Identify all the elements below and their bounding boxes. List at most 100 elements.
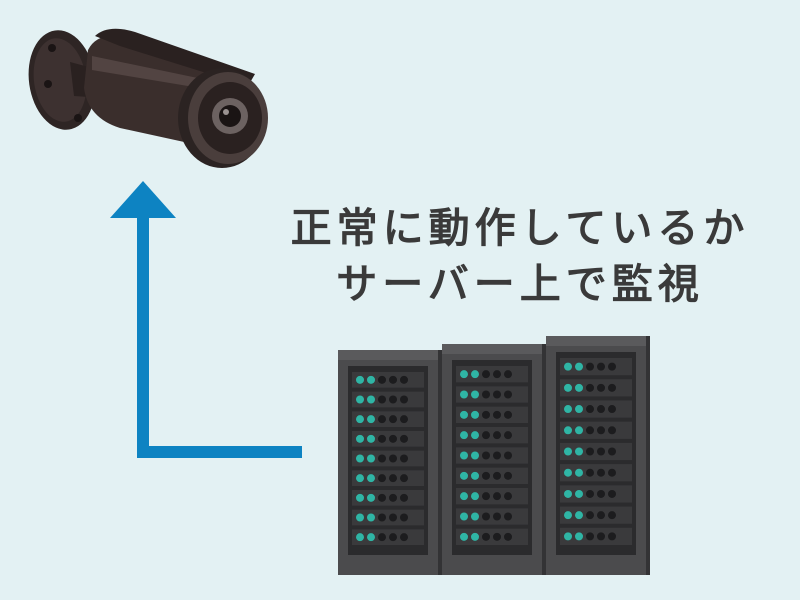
led-off xyxy=(597,447,605,456)
led-off xyxy=(482,471,490,480)
led-off xyxy=(504,532,512,541)
led-on xyxy=(471,431,479,440)
led-off xyxy=(400,395,408,404)
led-off xyxy=(389,454,397,463)
led-off xyxy=(608,426,616,435)
led-on xyxy=(460,410,468,419)
led-off xyxy=(493,370,501,379)
led-on xyxy=(564,511,572,520)
led-off xyxy=(482,431,490,440)
led-off xyxy=(389,375,397,384)
led-on xyxy=(575,511,583,520)
led-on xyxy=(471,451,479,460)
server-rack xyxy=(442,344,546,575)
led-off xyxy=(586,426,594,435)
led-on xyxy=(460,370,468,379)
led-off xyxy=(504,512,512,521)
led-off xyxy=(504,370,512,379)
server-rack xyxy=(338,350,442,575)
led-off xyxy=(482,492,490,501)
led-on xyxy=(356,533,364,542)
led-on xyxy=(564,362,572,371)
led-off xyxy=(378,533,386,542)
led-off xyxy=(493,410,501,419)
led-off xyxy=(482,532,490,541)
led-off xyxy=(493,390,501,399)
led-off xyxy=(493,431,501,440)
led-off xyxy=(400,454,408,463)
up-arrow-icon xyxy=(110,181,302,458)
led-on xyxy=(575,489,583,498)
led-off xyxy=(400,375,408,384)
led-off xyxy=(400,493,408,502)
server-rack xyxy=(546,336,650,575)
led-off xyxy=(504,492,512,501)
led-on xyxy=(367,474,375,483)
led-off xyxy=(608,447,616,456)
led-off xyxy=(504,431,512,440)
led-off xyxy=(597,468,605,477)
led-off xyxy=(608,383,616,392)
security-camera-icon xyxy=(28,28,268,168)
led-off xyxy=(482,451,490,460)
led-off xyxy=(608,405,616,414)
led-on xyxy=(460,512,468,521)
led-on xyxy=(575,468,583,477)
led-on xyxy=(575,405,583,414)
led-on xyxy=(471,410,479,419)
led-on xyxy=(564,468,572,477)
led-off xyxy=(493,471,501,480)
led-off xyxy=(378,493,386,502)
led-off xyxy=(597,383,605,392)
led-on xyxy=(367,493,375,502)
led-on xyxy=(471,390,479,399)
led-off xyxy=(586,447,594,456)
led-on xyxy=(367,454,375,463)
led-off xyxy=(378,415,386,424)
led-on xyxy=(356,454,364,463)
caption-line-2: サーバー上で監視 xyxy=(336,260,704,308)
led-off xyxy=(586,468,594,477)
led-on xyxy=(575,447,583,456)
led-on xyxy=(356,395,364,404)
led-on xyxy=(356,415,364,424)
led-off xyxy=(389,434,397,443)
caption-line-1: 正常に動作しているか xyxy=(290,204,750,252)
led-off xyxy=(586,489,594,498)
led-off xyxy=(597,426,605,435)
led-off xyxy=(586,383,594,392)
led-on xyxy=(367,434,375,443)
led-off xyxy=(400,434,408,443)
led-off xyxy=(378,474,386,483)
led-off xyxy=(378,434,386,443)
led-off xyxy=(389,513,397,522)
led-off xyxy=(493,532,501,541)
led-off xyxy=(504,451,512,460)
led-off xyxy=(482,370,490,379)
led-on xyxy=(367,395,375,404)
led-on xyxy=(564,447,572,456)
led-on xyxy=(564,383,572,392)
led-on xyxy=(575,426,583,435)
led-on xyxy=(575,362,583,371)
led-on xyxy=(575,532,583,541)
led-off xyxy=(597,405,605,414)
led-off xyxy=(389,395,397,404)
led-off xyxy=(482,410,490,419)
led-on xyxy=(564,489,572,498)
led-on xyxy=(471,492,479,501)
led-off xyxy=(400,513,408,522)
led-off xyxy=(586,362,594,371)
led-off xyxy=(378,454,386,463)
led-off xyxy=(608,511,616,520)
led-on xyxy=(460,471,468,480)
led-off xyxy=(400,474,408,483)
led-off xyxy=(504,410,512,419)
led-off xyxy=(400,533,408,542)
led-on xyxy=(356,493,364,502)
led-off xyxy=(389,415,397,424)
led-off xyxy=(389,533,397,542)
led-off xyxy=(608,362,616,371)
led-off xyxy=(608,468,616,477)
led-on xyxy=(367,415,375,424)
